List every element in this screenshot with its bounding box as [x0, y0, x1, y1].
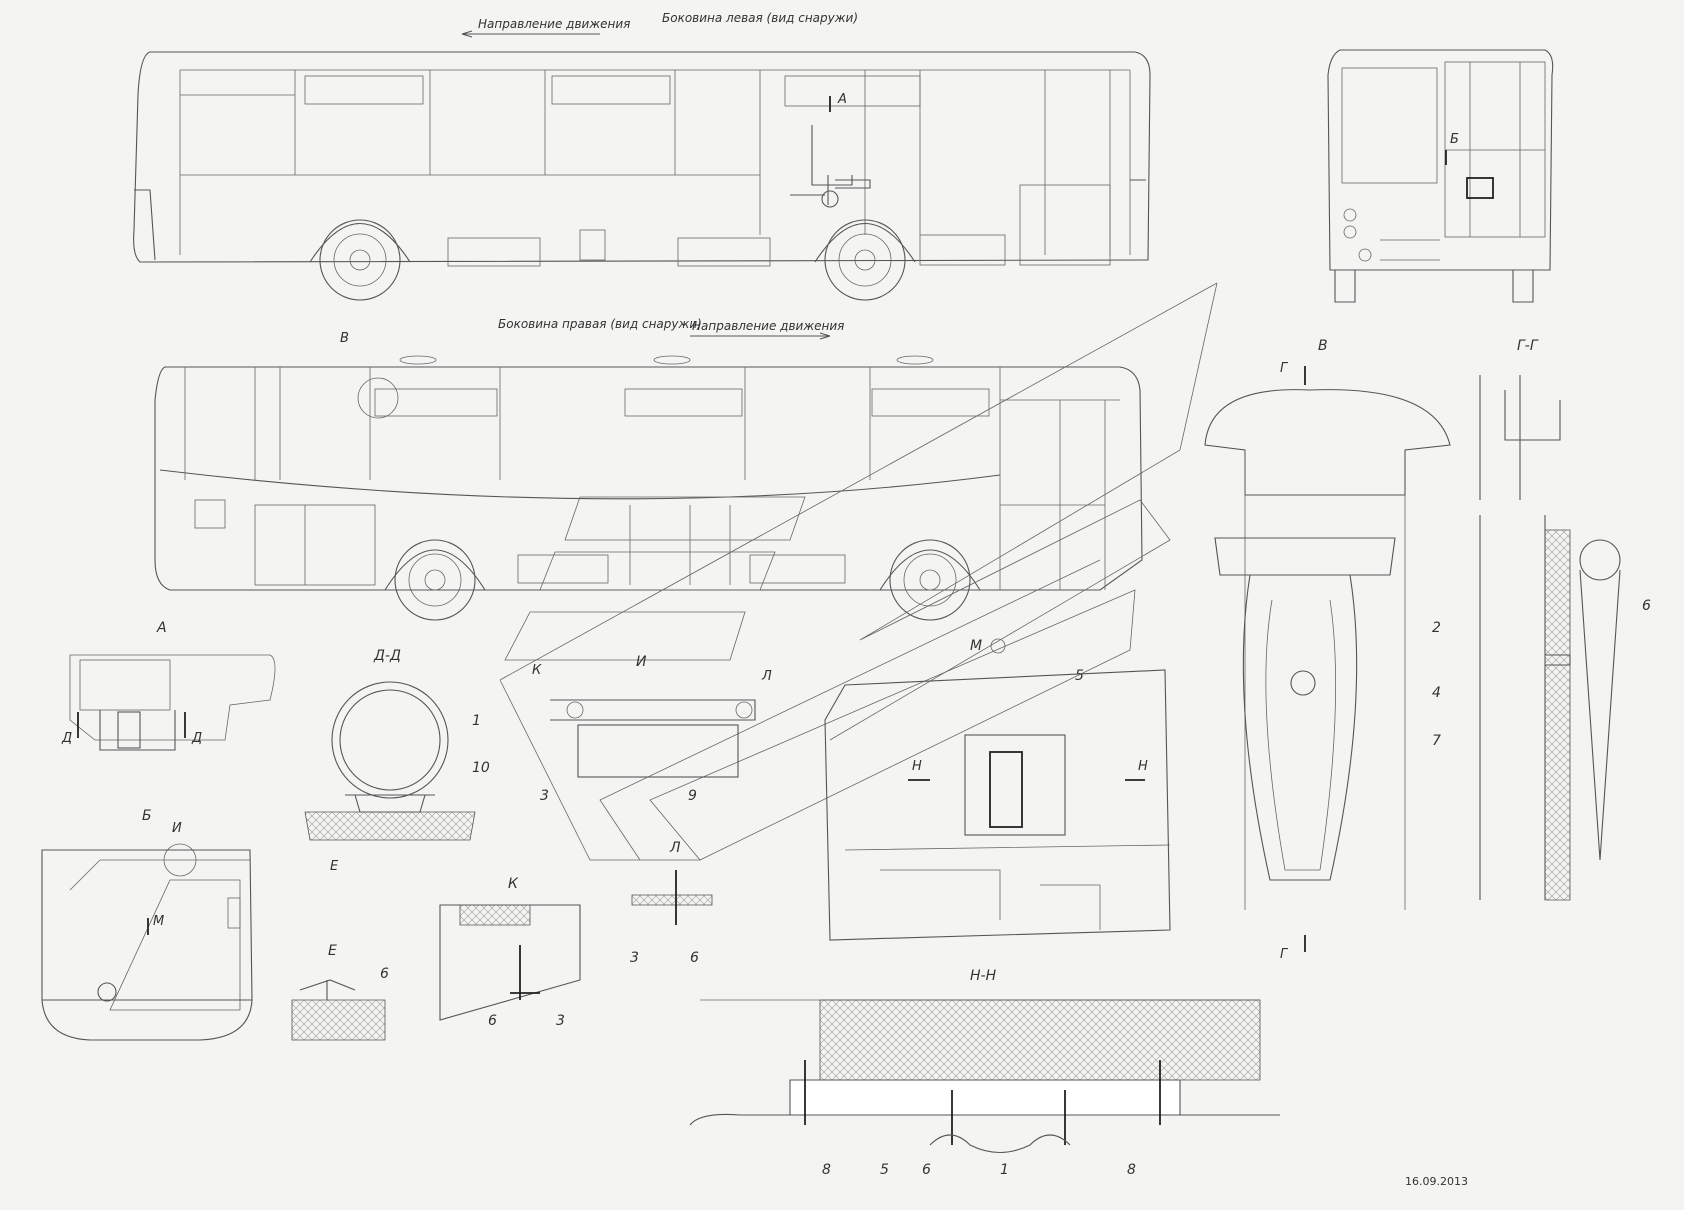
callout-3-l: 3 — [630, 950, 639, 966]
direction-arrow-top — [461, 30, 600, 38]
callout-7-v: 7 — [1432, 733, 1441, 749]
detail-I: К И Л 3 9 — [532, 654, 772, 804]
bus-right-side-view: Боковина правая (вид снаружи) Направлени… — [154, 317, 1143, 621]
view-V: В Г Г 2 4 7 — [1204, 338, 1451, 962]
view-title-L: Л — [669, 840, 681, 856]
marker-B: Б — [1450, 132, 1459, 147]
view-title-G-G: Г-Г — [1517, 338, 1539, 354]
marker-L: Л — [761, 669, 772, 684]
view-title-A: А — [156, 620, 167, 636]
direction-label-mid: Направление движения — [692, 319, 844, 333]
callout-8-nn-right: 8 — [1127, 1162, 1136, 1178]
callout-5-nn: 5 — [880, 1162, 889, 1178]
callout-3-k: 3 — [556, 1013, 565, 1029]
callout-8-nn-left: 8 — [822, 1162, 831, 1178]
marker-N-left: Н — [912, 759, 922, 774]
drawing-date: 16.09.2013 — [1405, 1175, 1468, 1188]
section-D-D: Д-Д 1 10 Е — [304, 648, 490, 874]
view-title-V: В — [1318, 338, 1328, 354]
callout-5-m: 5 — [1075, 668, 1084, 684]
view-B: Б И М — [41, 808, 253, 1041]
view-title-K: К — [508, 876, 519, 892]
marker-V: В — [340, 331, 349, 346]
direction-arrow-mid — [690, 332, 831, 340]
callout-10-dd: 10 — [472, 760, 490, 776]
callout-4-v: 4 — [1432, 685, 1441, 701]
callout-6-nn: 6 — [922, 1162, 931, 1178]
view-A: А Д Д — [61, 620, 276, 751]
section-G-G: Г-Г 6 — [1479, 338, 1651, 901]
view-title-D-D: Д-Д — [373, 648, 401, 664]
callout-3-i: 3 — [540, 788, 549, 804]
marker-G-bottom: Г — [1280, 947, 1289, 962]
marker-G-top: Г — [1280, 361, 1289, 376]
callout-1-nn: 1 — [1000, 1162, 1009, 1178]
view-title-N-N: Н-Н — [970, 968, 997, 984]
callout-2-v: 2 — [1432, 620, 1441, 636]
bus-left-side-view: Направление движения Боковина левая (вид… — [133, 11, 1151, 301]
detail-L: Л 3 6 — [630, 840, 713, 966]
view-title-I: И — [636, 654, 647, 670]
marker-E: Е — [330, 859, 339, 874]
callout-6-k: 6 — [488, 1013, 497, 1029]
callout-6-e: 6 — [380, 966, 389, 982]
view-title-M: М — [970, 638, 982, 654]
detail-E: Е 6 — [291, 943, 389, 1041]
marker-A: А — [837, 92, 847, 107]
marker-D-left: Д — [61, 731, 72, 746]
right-side-title: Боковина правая (вид снаружи) — [498, 317, 702, 331]
callout-6-gg: 6 — [1642, 598, 1651, 614]
outline-graphic — [499, 282, 1218, 861]
callout-9-i: 9 — [688, 788, 697, 804]
marker-K: К — [532, 663, 542, 678]
marker-N-right: Н — [1138, 759, 1148, 774]
callout-1-dd: 1 — [472, 713, 481, 729]
view-M: М 5 Н Н — [824, 638, 1171, 941]
direction-label-top: Направление движения — [478, 17, 630, 31]
left-side-title: Боковина левая (вид снаружи) — [662, 11, 858, 25]
section-N-N: Н-Н 8 5 6 1 8 — [689, 968, 1280, 1178]
view-title-E: Е — [328, 943, 337, 959]
marker-D-right: Д — [191, 731, 202, 746]
bus-front-view: Б — [1327, 49, 1554, 303]
detail-K: К 6 3 — [439, 876, 581, 1029]
marker-M-B: М — [153, 914, 164, 929]
callout-6-l: 6 — [690, 950, 699, 966]
view-title-B: Б — [142, 808, 152, 824]
marker-I: И — [172, 821, 182, 836]
